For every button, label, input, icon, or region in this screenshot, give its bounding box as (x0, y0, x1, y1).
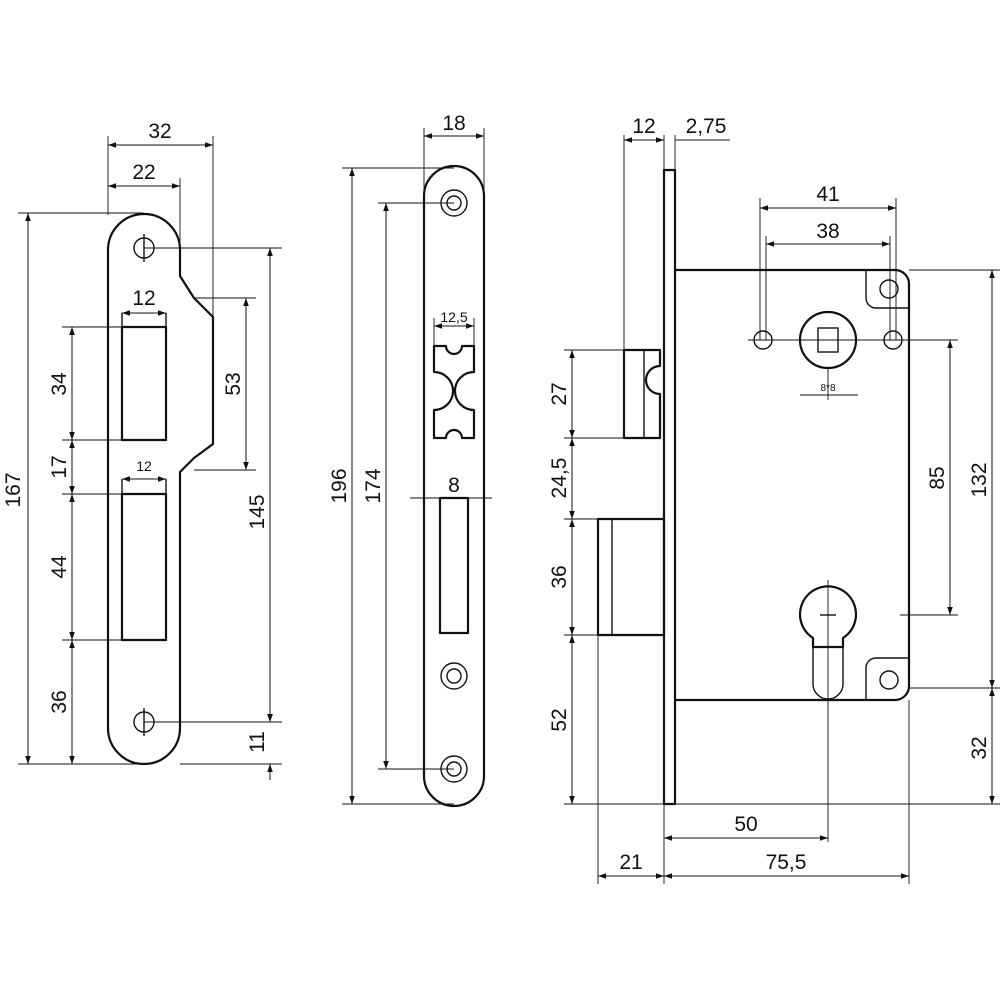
faceplate-dim-196: 196 (328, 468, 351, 503)
strike-dim-167: 167 (2, 472, 25, 507)
lock-dim-41: 41 (816, 183, 839, 206)
lock-dim-85: 85 (926, 466, 949, 489)
lock-dim-75-5: 75,5 (766, 851, 807, 874)
lock-spindle-square (817, 327, 839, 353)
lock-dim-8x8: 8*8 (820, 383, 835, 394)
lock-latch (622, 348, 662, 440)
strike-dim-32: 32 (148, 120, 171, 143)
lock-dim-2-75: 2,75 (686, 115, 727, 138)
lock-dim-50: 50 (734, 813, 757, 836)
strike-plate-outline (106, 212, 215, 766)
faceplate-dim-174: 174 (362, 468, 385, 503)
faceplate-dim-8: 8 (448, 474, 460, 497)
strike-dim-22: 22 (132, 161, 155, 184)
lock-screw-top-right (879, 279, 899, 299)
lock-dim-132: 132 (968, 462, 991, 497)
lock-dim-27: 27 (548, 382, 571, 405)
lock-front-plate (662, 168, 677, 806)
lock-screw-bottom-right (879, 670, 899, 690)
strike-dim-44: 44 (48, 555, 71, 579)
strike-dim-53: 53 (222, 372, 245, 395)
strike-dim-17: 17 (48, 455, 71, 478)
strike-dim-145: 145 (246, 494, 269, 529)
strike-dim-12-bottom: 12 (136, 458, 152, 474)
strike-plate: 32 22 12 12 167 34 17 44 36 53 (2, 120, 282, 780)
lock-dim-12: 12 (632, 115, 655, 138)
faceplate-bolt-opening (438, 496, 470, 635)
lock-body: 8*8 12 2,75 41 38 27 24,5 36 (548, 115, 1000, 884)
lock-dim-21: 21 (619, 851, 642, 874)
faceplate-hole-mid (446, 668, 462, 684)
faceplate-dim-12-5: 12,5 (440, 309, 467, 325)
strike-dim-34: 34 (48, 372, 71, 396)
faceplate-latch-opening (432, 344, 476, 440)
faceplate-dim-18: 18 (442, 112, 465, 135)
lock-dim-32: 32 (968, 736, 991, 759)
strike-dim-11: 11 (246, 731, 269, 753)
faceplate-outline (422, 164, 486, 808)
lock-dim-36: 36 (548, 565, 571, 588)
lock-dim-38: 38 (816, 220, 839, 243)
lock-cylinder-profile (798, 585, 858, 649)
strike-slot-top (120, 325, 168, 442)
lock-bolt (596, 517, 666, 637)
lock-case-outline (675, 268, 911, 702)
faceplate: 18 12,5 8 196 174 (328, 112, 492, 808)
strike-slot-bottom (120, 492, 168, 642)
strike-dim-36: 36 (48, 690, 71, 713)
lock-dim-52: 52 (548, 708, 571, 731)
lock-dim-24-5: 24,5 (548, 458, 571, 499)
strike-dim-12-top: 12 (132, 287, 155, 310)
